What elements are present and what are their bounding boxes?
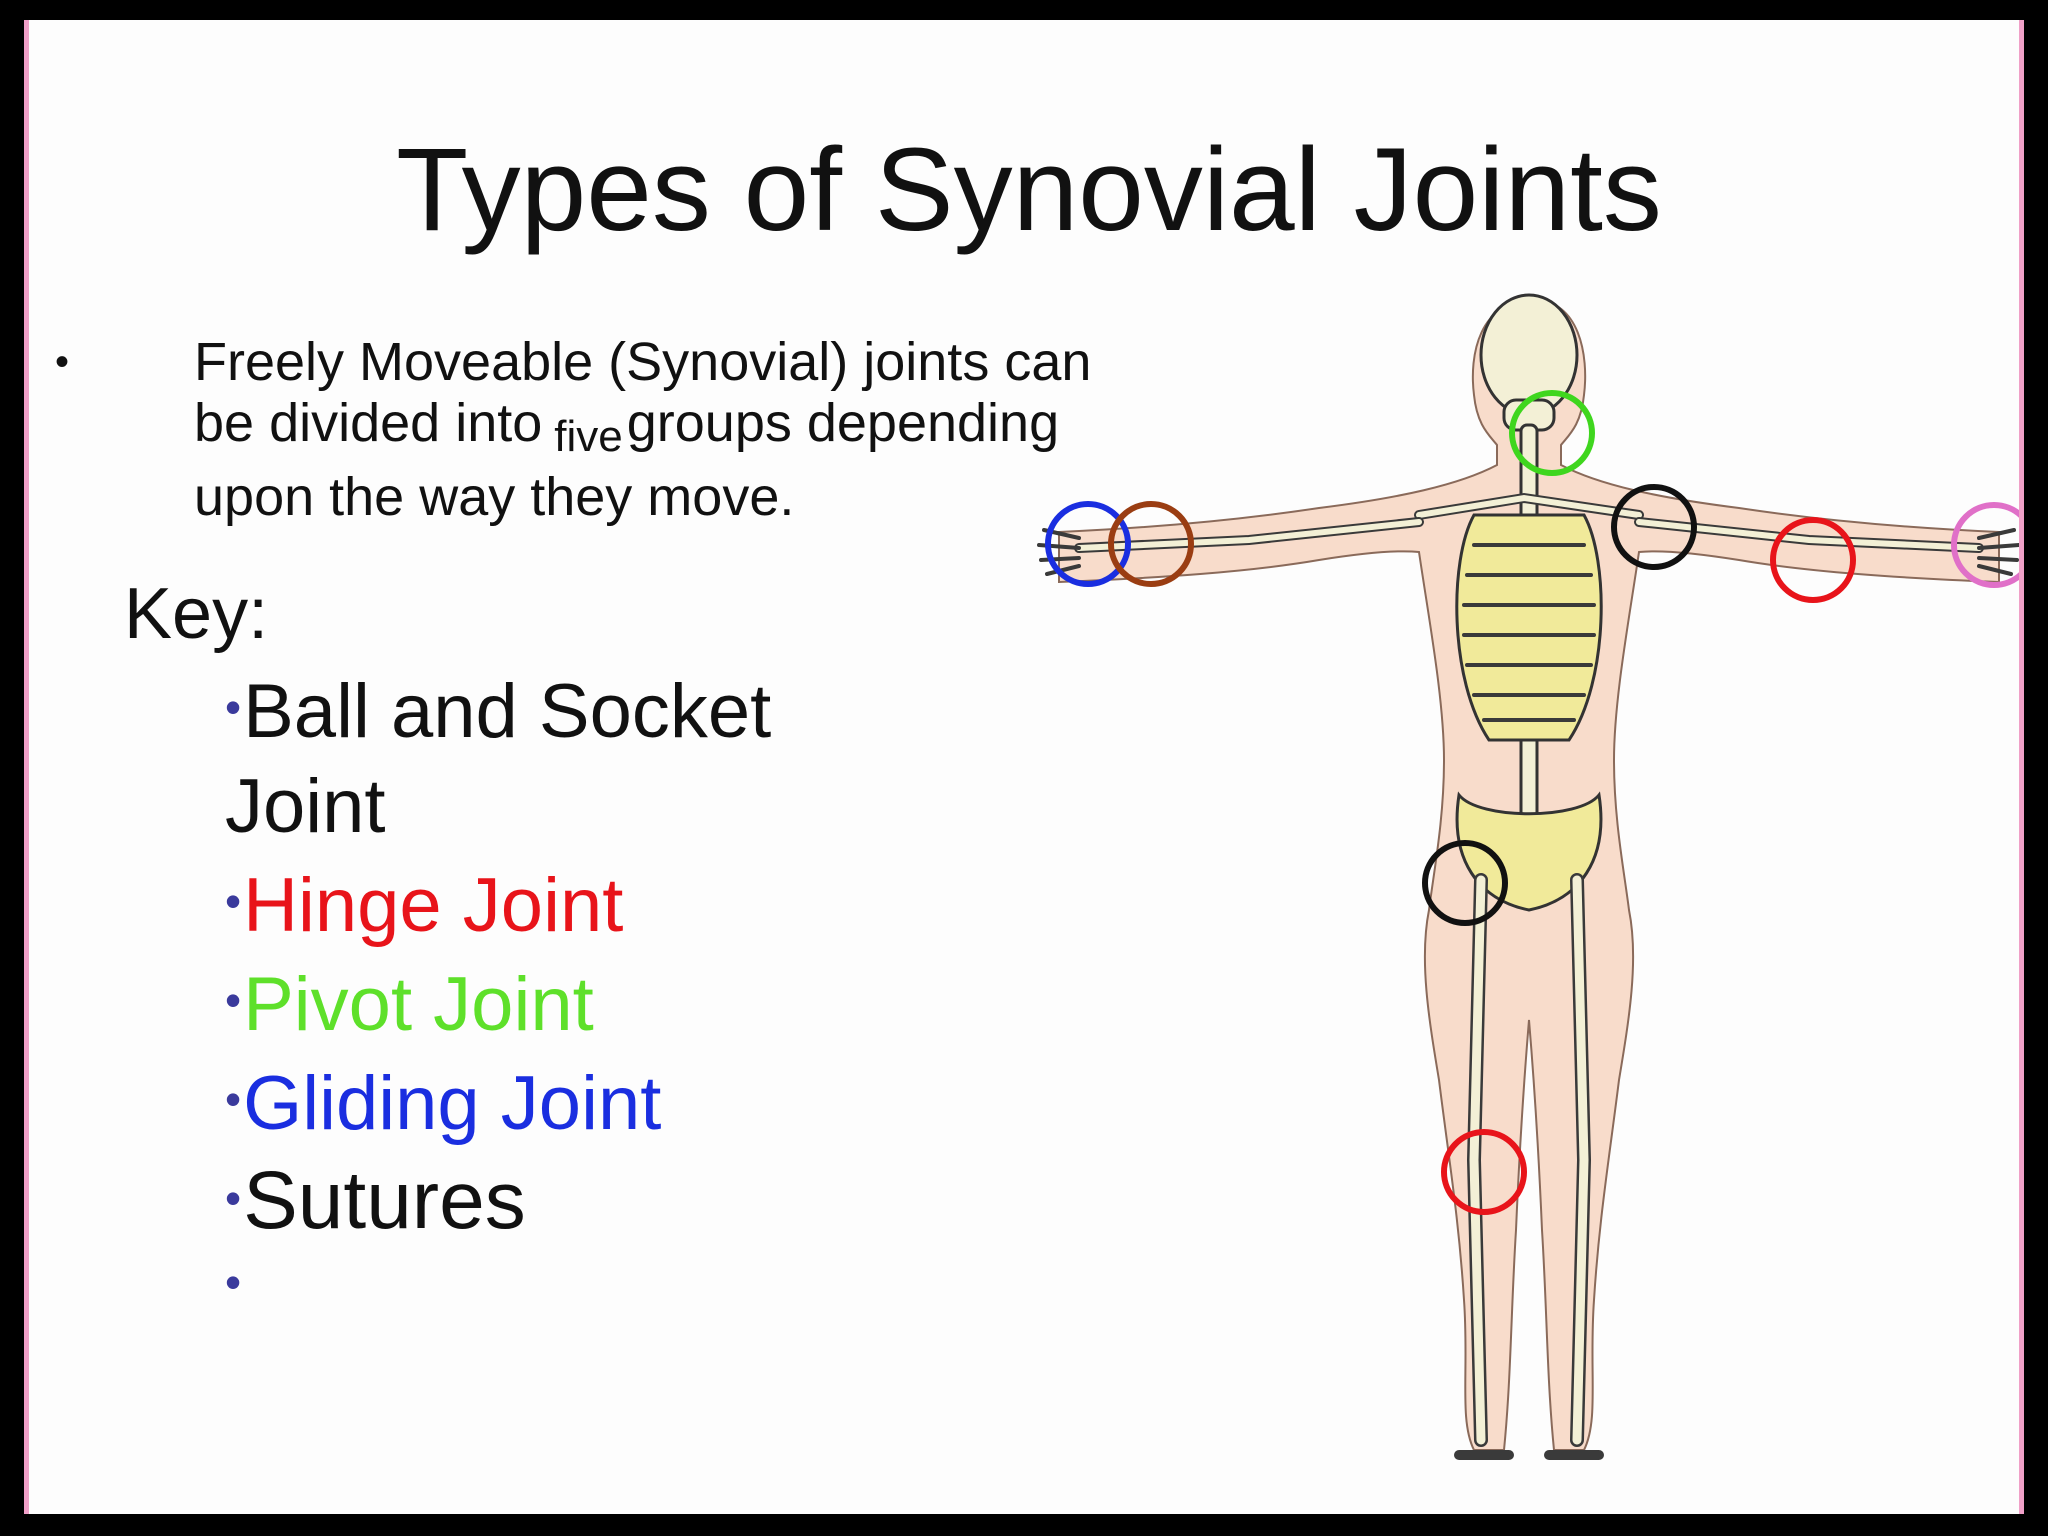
key-item-text: Ball and Socket Joint: [225, 669, 772, 849]
key-item-hinge: •Hinge Joint: [225, 854, 865, 953]
key-list: •Ball and Socket Joint •Hinge Joint •Piv…: [225, 660, 865, 1248]
slide: Types of Synovial Joints • Freely Moveab…: [24, 20, 2024, 1514]
joint-markers: [1045, 390, 2019, 1215]
pelvis: [1455, 791, 1603, 912]
right-wrist-outer-marker: [1108, 501, 1194, 587]
hip-ball-socket-marker: [1422, 840, 1508, 926]
skeleton-diagram: [1037, 293, 2019, 1460]
key-bullet: •: [225, 974, 242, 1026]
key-label: Key:: [124, 574, 269, 654]
intro-line-2-end: groups depending: [626, 393, 1060, 453]
empty-key-bullet: •: [225, 1256, 242, 1308]
left-hand: [1977, 528, 2019, 576]
left-elbow-hinge-marker: [1770, 517, 1856, 603]
key-item-text: Sutures: [243, 1155, 526, 1246]
key-bullet: •: [225, 1172, 242, 1224]
key-bullet: •: [225, 875, 242, 927]
neck-pivot-marker: [1509, 390, 1595, 476]
key-item-pivot: •Pivot Joint: [225, 953, 865, 1052]
knee-hinge-marker: [1441, 1129, 1527, 1215]
intro-bullet: •: [55, 340, 70, 384]
rib-lines: [1462, 543, 1596, 722]
skeleton-bones: [1037, 293, 2019, 1460]
right-wrist-gliding-marker: [1045, 501, 1131, 587]
ribcage: [1455, 513, 1603, 742]
key-bullet: •: [225, 1073, 242, 1125]
right-hand: [1037, 528, 1081, 576]
key-item-text: Hinge Joint: [243, 863, 624, 948]
key-bullet: •: [225, 681, 242, 733]
key-item-sutures: •Sutures: [225, 1151, 865, 1248]
key-item-text: Gliding Joint: [243, 1061, 662, 1146]
slide-title: Types of Synovial Joints: [396, 124, 1662, 256]
intro-line-3: upon the way they move.: [194, 467, 795, 527]
intro-overlay-word: five: [554, 412, 623, 461]
intro-line-2-start: be divided into: [194, 393, 543, 453]
left-wrist-marker: [1951, 502, 2019, 588]
key-item-ball-and-socket: •Ball and Socket Joint: [225, 660, 865, 854]
intro-line-1: Freely Moveable (Synovial) joints can: [194, 332, 1092, 392]
intro-paragraph: Freely Moveable (Synovial) joints can be…: [194, 332, 1174, 528]
left-shoulder-ball-socket-marker: [1611, 484, 1697, 570]
key-item-gliding: •Gliding Joint: [225, 1052, 865, 1151]
key-item-text: Pivot Joint: [243, 962, 594, 1047]
